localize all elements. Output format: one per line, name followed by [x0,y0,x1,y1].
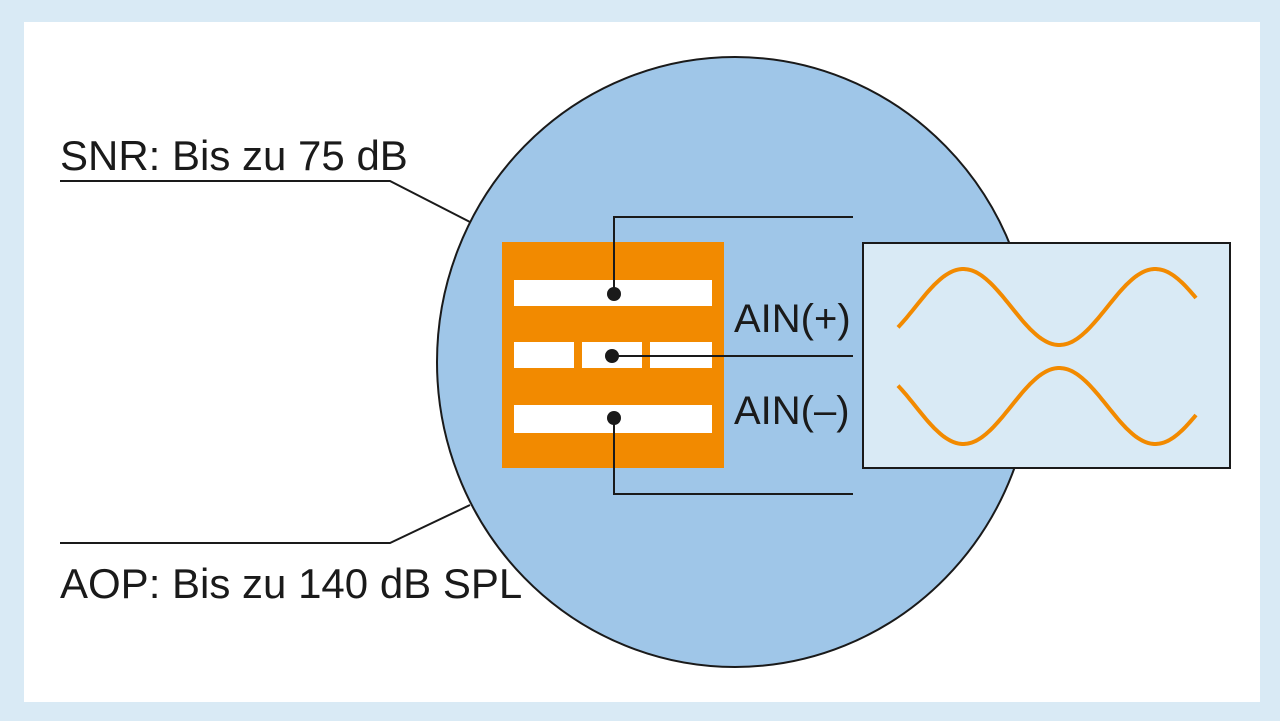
chip-membrane-left [574,342,582,368]
ain-minus-label: AIN(–) [734,389,850,433]
node-bottom [607,411,621,425]
wire-top [613,216,853,294]
snr-label: SNR: Bis zu 75 dB [60,132,408,179]
sine-wave-lower [896,366,1198,446]
snr-leader-line [60,180,471,223]
ain-plus-label: AIN(+) [734,297,851,341]
node-top [607,287,621,301]
sine-wave-upper [896,267,1198,347]
aop-leader-line [60,504,471,544]
aop-label: AOP: Bis zu 140 dB SPL [60,560,522,607]
node-middle [605,349,619,363]
wire-bottom [613,418,853,495]
signal-box [862,242,1231,469]
sine-wave-icon [862,242,1231,469]
